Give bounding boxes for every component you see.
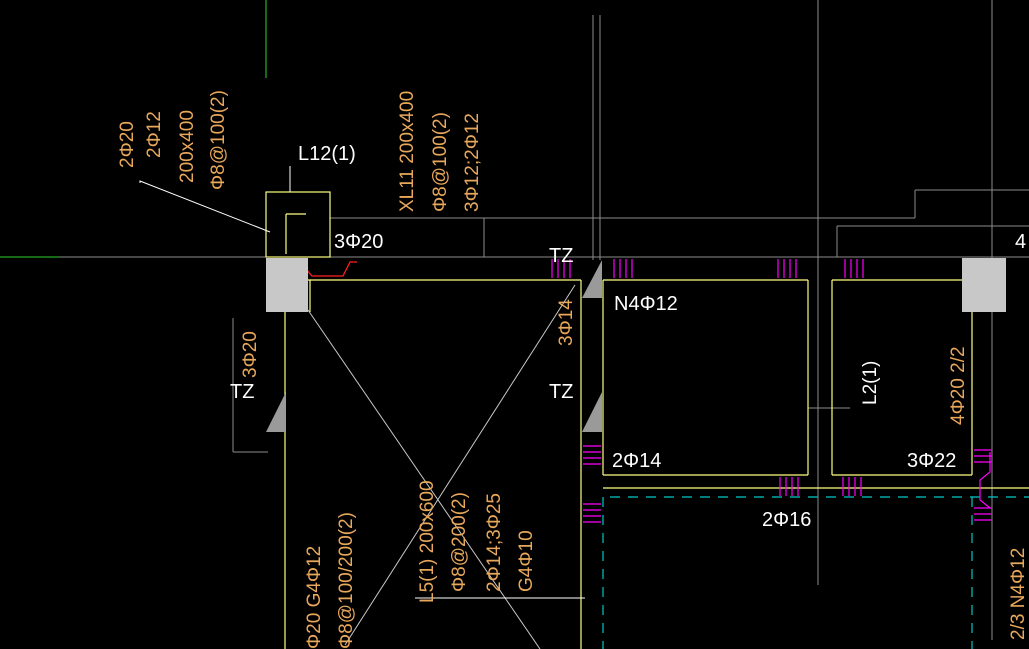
label-3phi22: 3Φ22 [907,450,956,472]
label-left-stirrup: Φ8@100/200(2) [336,512,357,649]
label-left-g4: Φ20 G4Φ12 [304,546,325,649]
label-tz-mid: TZ [549,381,573,403]
column-left [266,258,308,312]
label-200x400: 200x400 [177,110,198,183]
label-l5-g4: G4Φ10 [516,530,537,592]
label-l5-stirrup: Φ8@200(2) [449,492,470,592]
label-2phi20: 2Φ20 [117,121,138,168]
label-4phi20-22: 4Φ20 2/2 [948,346,969,425]
axis-lines [0,0,267,258]
label-phi8-100-2: Φ8@100(2) [208,90,229,190]
label-n4phi12-top: N4Φ12 [614,293,678,315]
label-tz-left: TZ [230,381,254,403]
label-3phi20-top: 3Φ20 [334,231,383,253]
label-xl11-title: XL11 200x400 [397,91,418,212]
label-tz-top: TZ [549,245,573,267]
columns [266,258,1006,312]
label-right-n4: 2/3 N4Φ12 [1008,548,1029,640]
label-l12: L12(1) [298,143,356,165]
label-l5-bars: 2Φ14;3Φ25 [484,493,505,592]
label-3phi14: 3Φ14 [556,299,577,346]
slab-edges [602,496,1029,649]
tz-markers [266,260,602,432]
label-xl11-bars: 3Φ12;2Φ12 [462,113,483,212]
slab-diagonals [307,284,576,649]
label-2phi16: 2Φ16 [762,509,811,531]
label-3phi20-left: 3Φ20 [240,331,261,378]
rebar-ticks [551,259,992,523]
label-l2: L2(1) [860,361,881,405]
label-2phi12: 2Φ12 [144,111,165,158]
label-l5-title: L5(1) 200x600 [417,480,438,603]
label-xl11-stirrup: Φ8@100(2) [430,112,451,212]
label-edge-4: 4 [1015,231,1026,253]
label-2phi14: 2Φ14 [612,450,661,472]
annotation-labels: 2Φ20 2Φ12 200x400 Φ8@100(2) L12(1) XL11 … [117,90,1029,649]
column-right [962,258,1006,312]
beam-outlines [265,191,1029,649]
leader-lines [139,166,585,599]
